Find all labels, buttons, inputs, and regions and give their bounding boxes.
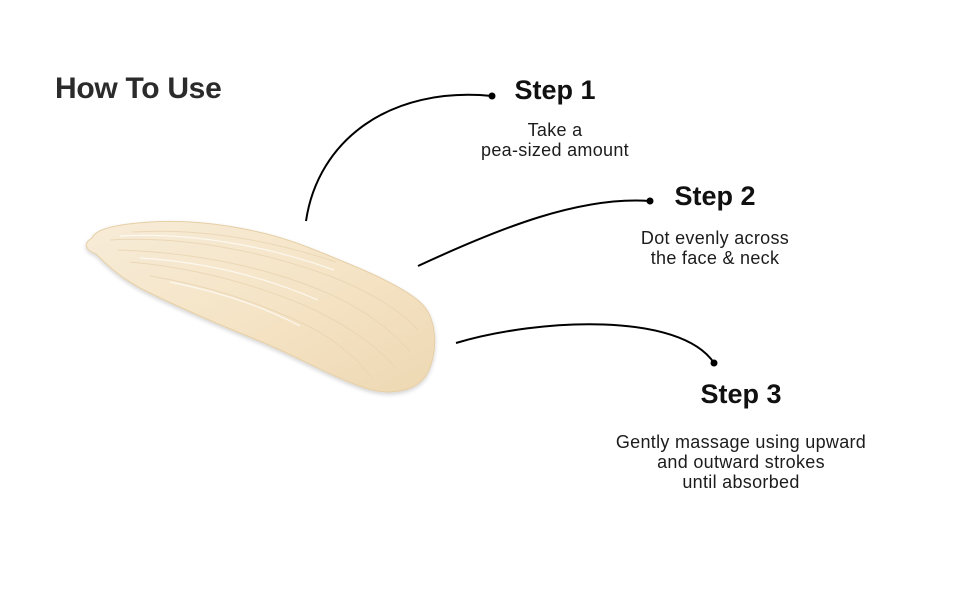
- step-3-line-2: and outward strokes: [657, 452, 825, 472]
- step-1-line-1: Take a: [527, 120, 583, 140]
- connector-line-step-1: [305, 93, 493, 222]
- connector-line-step-2: [417, 199, 651, 267]
- step-3-title: Step 3: [700, 379, 782, 409]
- step-1-line-2: pea-sized amount: [481, 140, 629, 160]
- step-3-block: Step 3 Gently massage using upward and o…: [580, 379, 902, 492]
- step-2-title: Step 2: [674, 181, 756, 211]
- step-2-block: Step 2 Dot evenly across the face & neck: [605, 181, 825, 268]
- step-3-line-3: until absorbed: [682, 472, 800, 492]
- connector-dot-step-3: [710, 359, 718, 367]
- page-title: How To Use: [55, 72, 222, 105]
- step-1-block: Step 1 Take a pea-sized amount: [455, 75, 655, 160]
- connector-dot-step-2: [646, 197, 654, 205]
- step-1-title: Step 1: [514, 75, 596, 105]
- step-2-line-2: the face & neck: [650, 248, 780, 268]
- step-2-description: Dot evenly across the face & neck: [605, 228, 825, 268]
- connector-line-step-3: [455, 323, 715, 364]
- step-3-description: Gently massage using upward and outward …: [580, 432, 902, 492]
- step-3-line-1: Gently massage using upward: [615, 432, 867, 452]
- step-1-description: Take a pea-sized amount: [455, 120, 655, 160]
- connector-dot-step-1: [488, 92, 496, 100]
- step-2-line-1: Dot evenly across: [640, 228, 790, 248]
- product-swatch-icon: [85, 220, 436, 393]
